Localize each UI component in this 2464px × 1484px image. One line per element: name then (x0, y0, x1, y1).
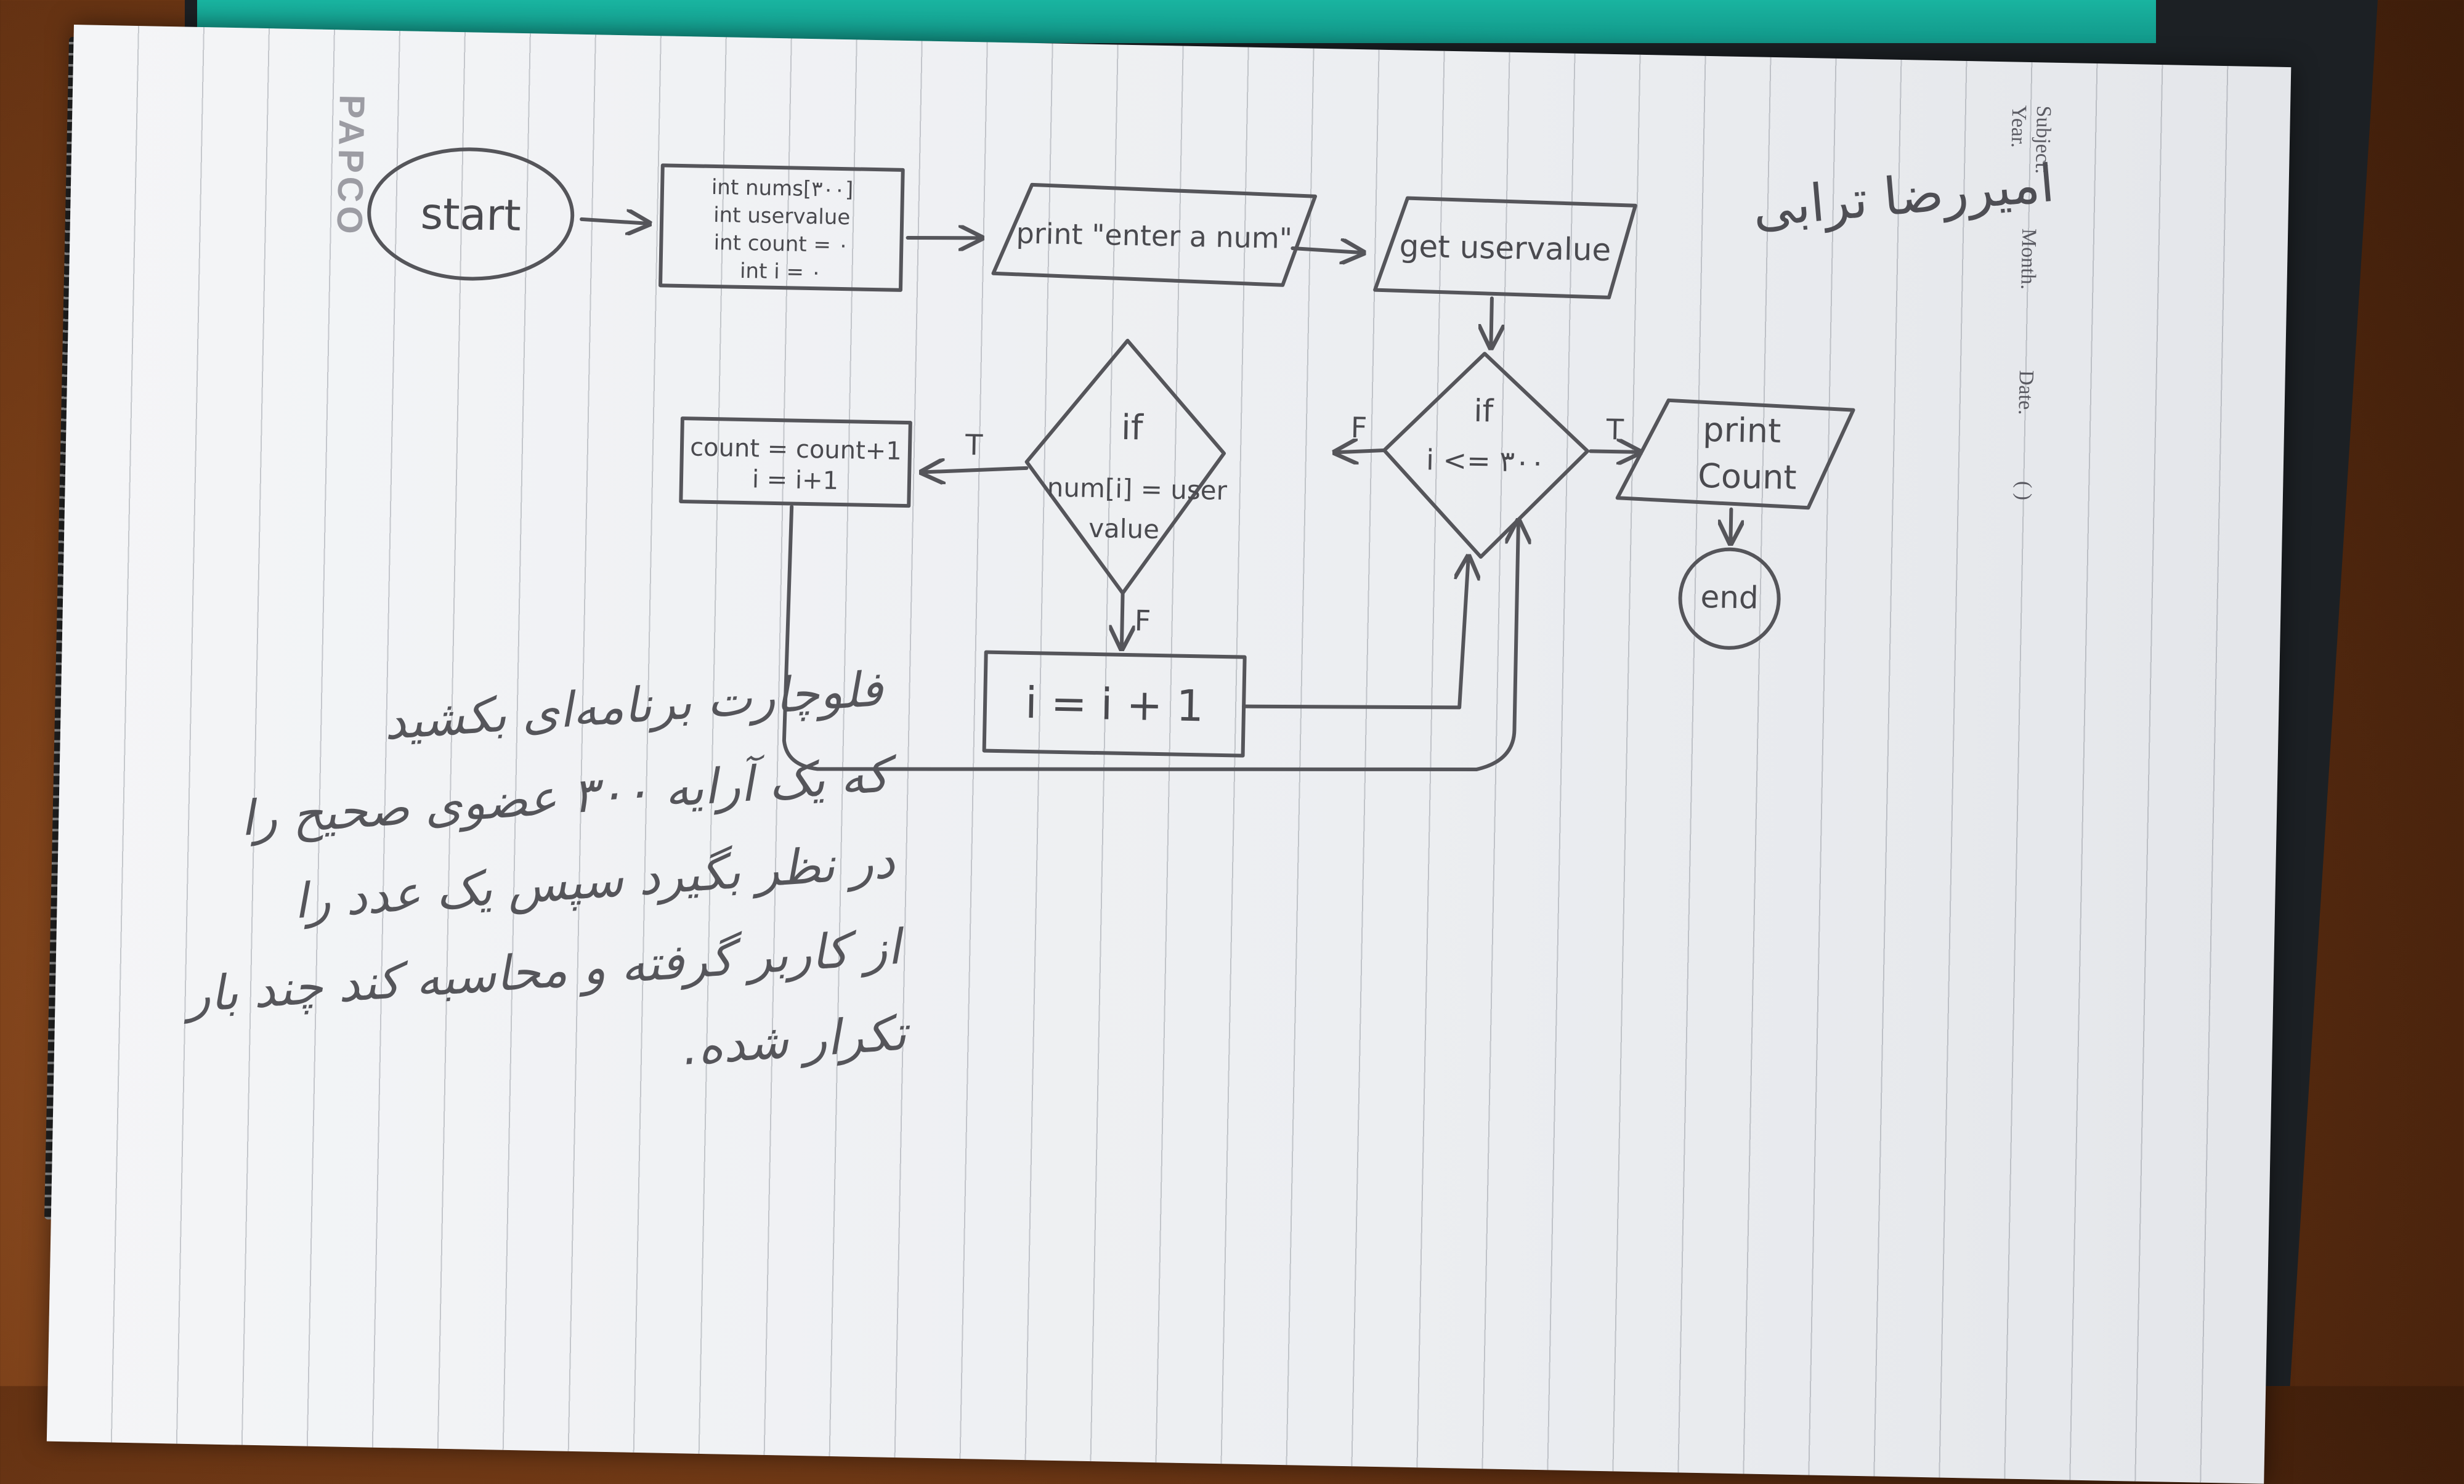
arrow-output-to-end (1730, 507, 1731, 543)
flowchart: start int nums[۳۰۰] int uservalue int co… (367, 147, 1855, 771)
declaration-line-1: int nums[۳۰۰] (711, 175, 854, 202)
declaration-line-3: int count = ۰ (713, 230, 849, 257)
declaration-line-4: int i = ۰ (740, 259, 822, 285)
count-increment-line-1: count = count+1 (690, 433, 902, 466)
loop-true-label: T (1605, 413, 1624, 447)
input-data (1373, 196, 1637, 299)
count-increment-line-2: i = i+1 (752, 465, 839, 495)
end-label: end (1700, 579, 1759, 616)
search-condition: num[i] = user (1047, 472, 1228, 506)
arrow-prompt-to-input (1291, 248, 1363, 253)
loop-if: if (1473, 393, 1494, 429)
arrow-loop-false (1335, 449, 1387, 453)
arrow-input-to-loop (1491, 296, 1492, 347)
end-terminal (1678, 547, 1781, 650)
output-print: print (1703, 410, 1781, 450)
arrow-search-false (1122, 591, 1123, 649)
i-increment-label: i = i + 1 (1024, 678, 1204, 732)
start-terminal (367, 147, 575, 281)
search-if: if (1121, 408, 1144, 448)
arrow-count-loopback (782, 505, 1518, 771)
output-count: Count (1698, 456, 1797, 497)
prompt-output (991, 182, 1318, 287)
count-increment-process (679, 416, 912, 508)
loop-false-label: F (1350, 411, 1368, 444)
arrow-start-to-declare (580, 219, 649, 224)
assignment-description: فلوچارت برنامه‌ای بکشید که یک آرایه ۳۰۰ … (185, 646, 909, 1122)
arrow-i-loopback (1242, 553, 1469, 710)
search-condition-value: value (1088, 513, 1160, 545)
notebook-page: PAPCO Subject: Year. Month. Date. ( ) ام… (46, 25, 2292, 1484)
declaration-line-2: int uservalue (713, 203, 851, 230)
arrow-search-true (922, 466, 1029, 474)
loop-condition: i <= ۳۰۰ (1426, 443, 1546, 479)
start-label: start (420, 189, 522, 241)
input-label: get uservalue (1399, 228, 1611, 268)
declarations-process (659, 163, 905, 292)
arrow-declare-to-prompt (906, 237, 982, 239)
search-true-label: T (965, 428, 984, 462)
prompt-label: print "enter a num" (1016, 216, 1292, 255)
count-output (1615, 398, 1855, 510)
search-decision (1024, 338, 1226, 595)
arrow-loop-true (1589, 451, 1640, 452)
search-false-label: F (1134, 604, 1151, 637)
